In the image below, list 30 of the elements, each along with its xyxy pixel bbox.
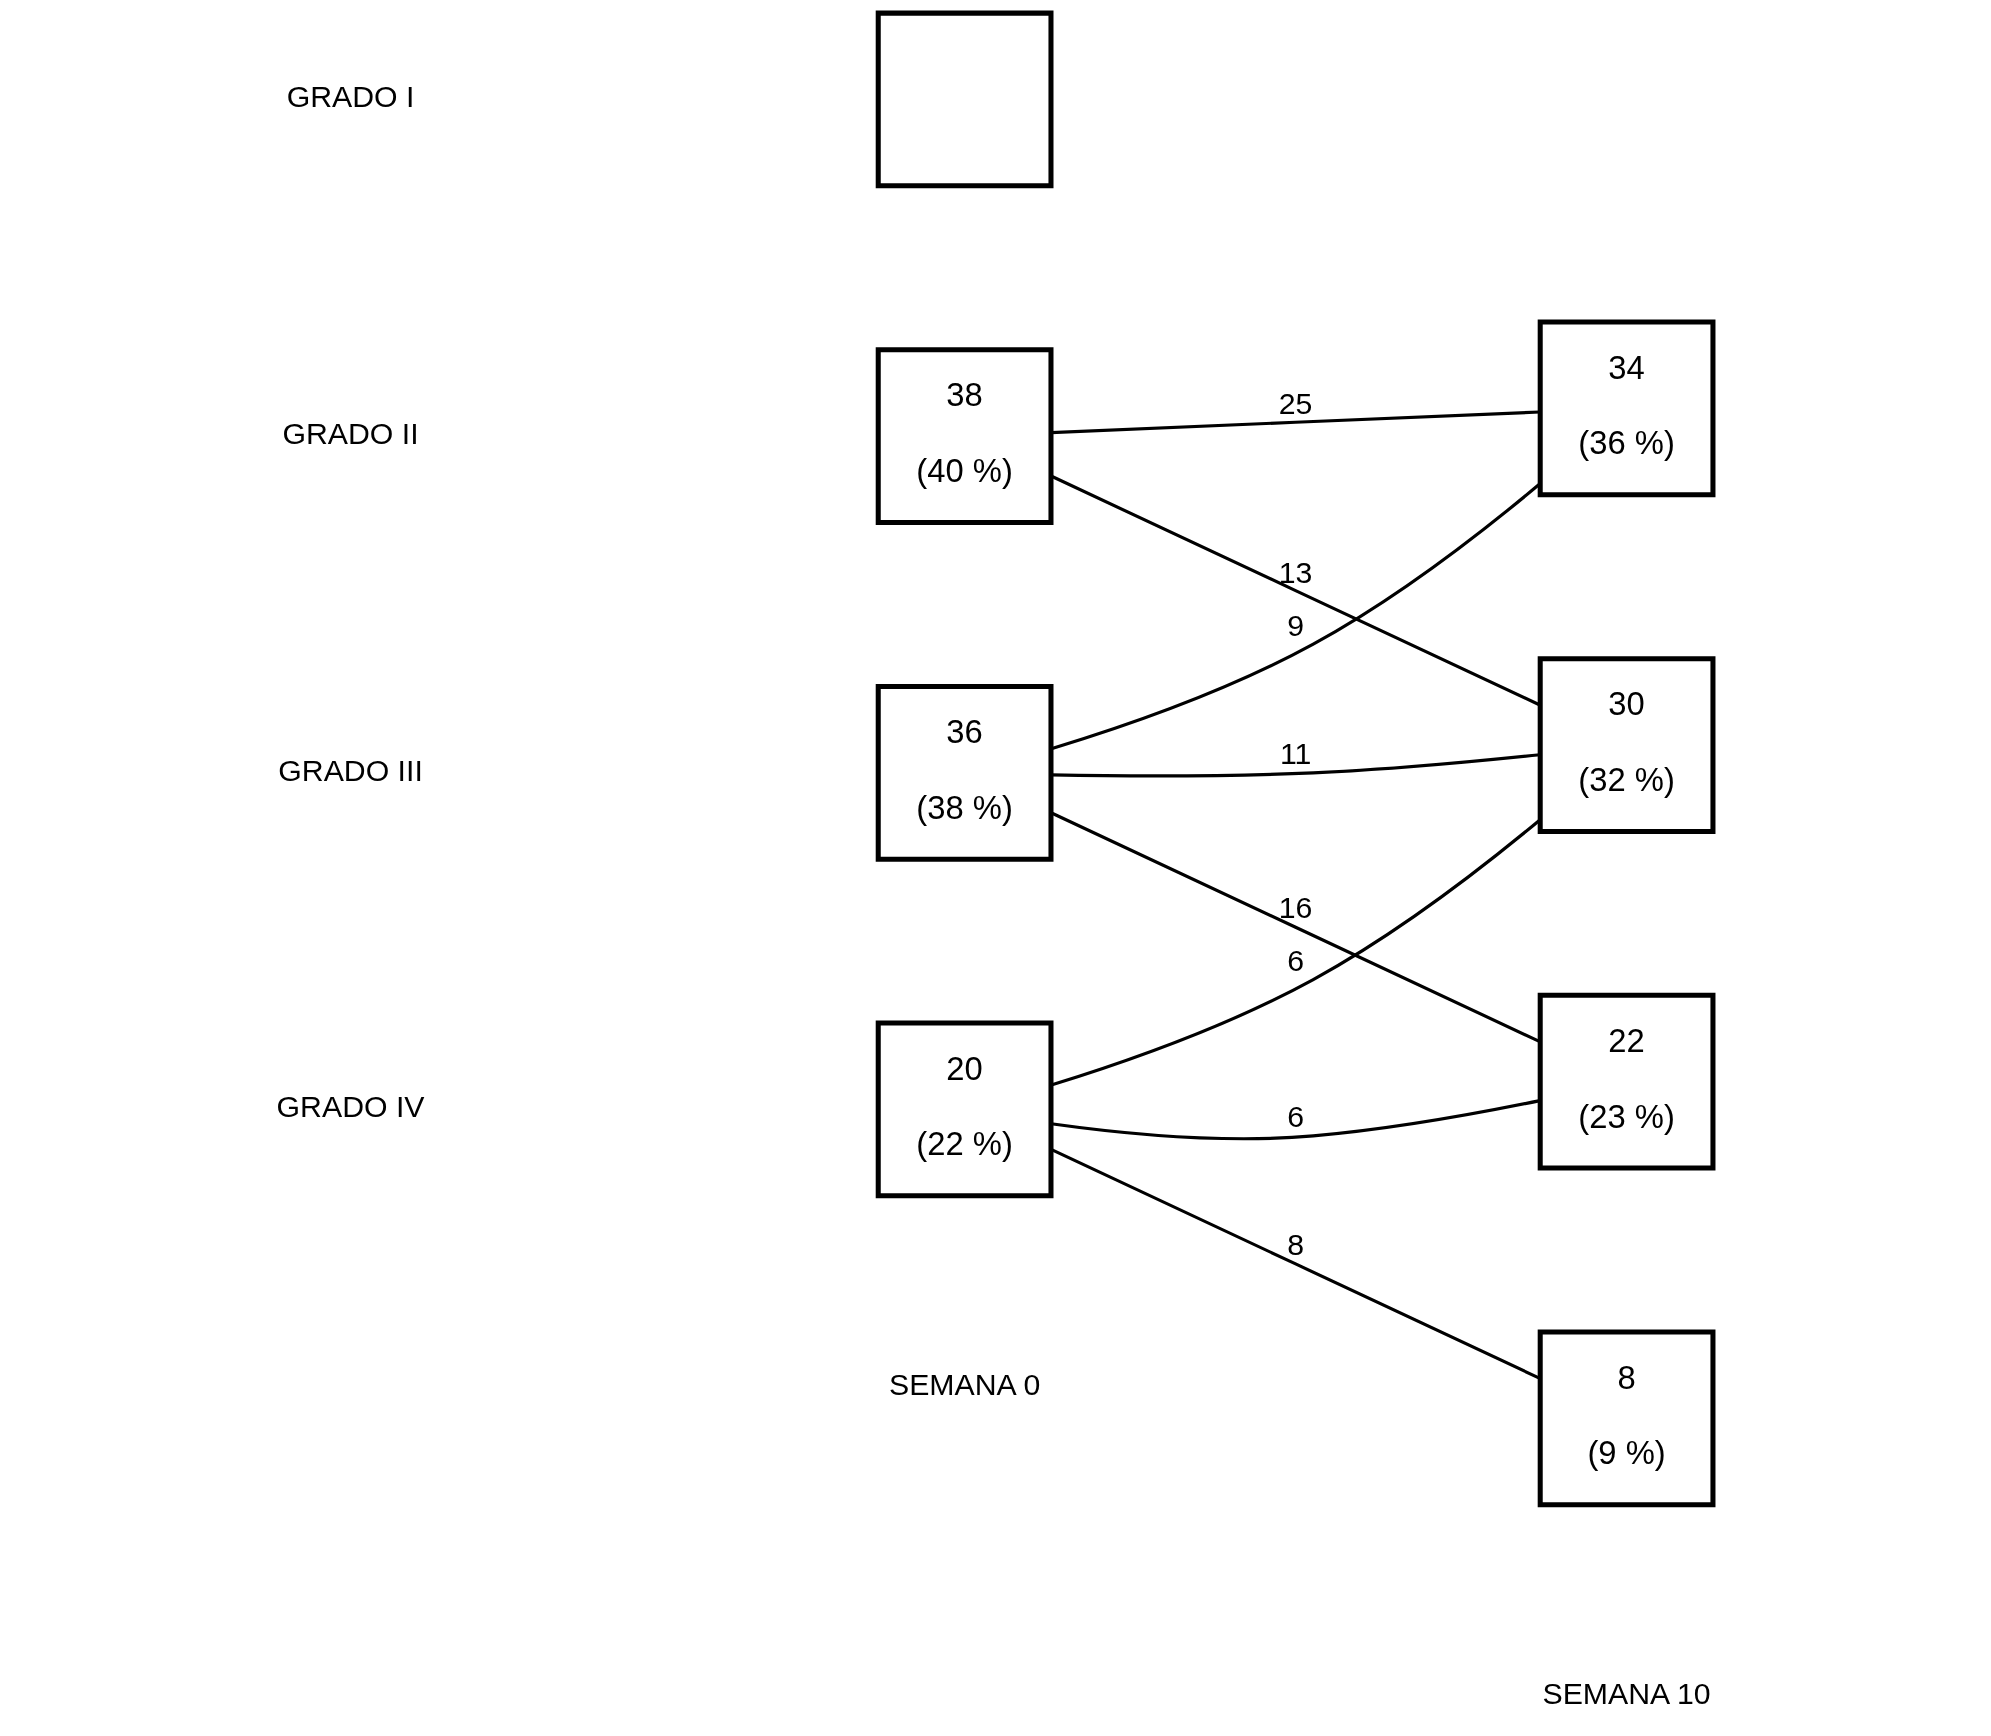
connector [1051, 410, 1540, 435]
connector [1050, 474, 1541, 707]
label: SEMANA 0 [888, 1367, 1041, 1401]
edge-label: 13 [1278, 555, 1313, 589]
node-box: 20 (22 %) [875, 1020, 1054, 1199]
node-box: 38 (40 %) [875, 347, 1054, 526]
edge-label: 6 [1287, 1100, 1305, 1134]
label: SEMANA 10 [1542, 1676, 1711, 1710]
node-box: 36 (38 %) [875, 683, 1054, 862]
connector [1050, 811, 1541, 1044]
connector [1050, 818, 1542, 1087]
label: GRADO III [278, 753, 423, 787]
label: GRADO I [286, 80, 415, 114]
edge-label: 9 [1287, 608, 1305, 642]
edge-label: 25 [1278, 386, 1313, 420]
edge-label: 16 [1278, 891, 1313, 925]
label: GRADO IV [276, 1090, 425, 1124]
connector [1050, 482, 1541, 751]
node-box [875, 10, 1054, 189]
label: GRADO II [282, 416, 419, 450]
connector [1050, 1147, 1541, 1380]
connector [1051, 1099, 1541, 1141]
node-box: 22 (23 %) [1537, 992, 1716, 1171]
edge-label: 6 [1287, 944, 1305, 978]
node-box: 34 (36 %) [1537, 319, 1716, 498]
node-box: 8 (9 %) [1537, 1329, 1716, 1508]
edge-label: 11 [1279, 737, 1312, 771]
node-box: 30 (32 %) [1537, 656, 1716, 834]
connector [1051, 753, 1541, 778]
edge-label: 8 [1287, 1227, 1305, 1261]
